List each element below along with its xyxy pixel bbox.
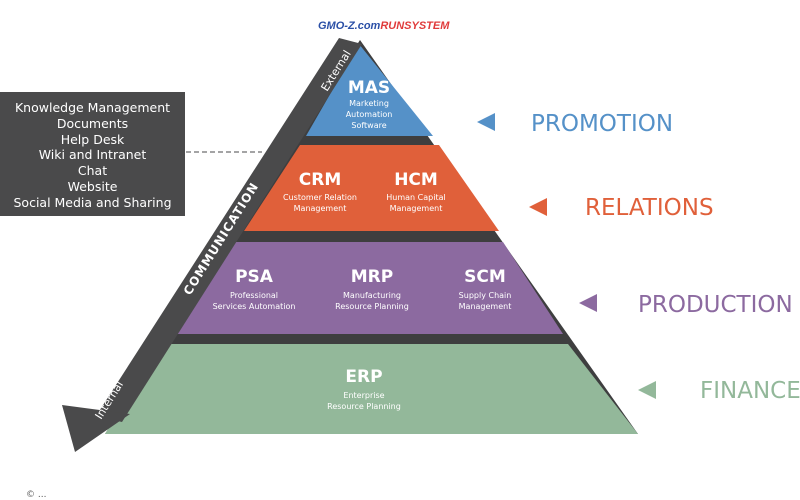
crm-desc-line-1: Customer Relation <box>283 193 357 202</box>
erp-acronym: ERP <box>345 367 382 387</box>
crm-desc-line-2: Management <box>294 204 347 213</box>
hcm-acronym: HCM <box>394 170 438 190</box>
logo-part-2: RUNSYSTEM <box>380 20 450 32</box>
erp-desc-line-1: Enterprise <box>343 391 384 400</box>
production-label: PRODUCTION <box>638 292 793 318</box>
mas-desc-line-3: Software <box>351 121 386 130</box>
mrp-acronym: MRP <box>351 267 393 287</box>
tool-item-knowledge-management: Knowledge Management <box>14 100 171 115</box>
tool-item-wiki-intranet: Wiki and Intranet <box>38 147 147 163</box>
tool-item-chat: Chat <box>77 163 108 179</box>
relations-label: RELATIONS <box>585 195 714 221</box>
communication-arrow-head <box>62 405 130 452</box>
relations-pointer-icon <box>529 198 547 216</box>
tool-item-website: Website <box>67 178 118 194</box>
hcm-desc-line-1: Human Capital <box>386 193 445 202</box>
tool-item-social-media: Social Media and Sharing <box>13 194 172 210</box>
tool-item-help-desk: Help Desk <box>60 131 125 147</box>
copyright-text: © ... <box>26 490 47 500</box>
psa-acronym: PSA <box>235 267 274 287</box>
mas-desc-line-2: Automation <box>346 110 393 119</box>
communication-arrow-shaft <box>96 38 362 422</box>
finance-label: FINANCE <box>700 378 800 404</box>
tier-production <box>171 242 563 334</box>
erp-desc-line-2: Resource Planning <box>327 402 401 411</box>
promotion-label: PROMOTION <box>531 111 673 137</box>
hcm-desc-line-2: Management <box>390 204 443 213</box>
tier-promotion <box>306 44 433 136</box>
mrp-desc-line-1: Manufacturing <box>343 291 401 300</box>
communication-tools-box: Knowledge Management Documents Help Desk… <box>0 92 185 216</box>
logo-part-1: GMO-Z.com <box>318 20 381 32</box>
mas-acronym: MAS <box>348 78 390 98</box>
tier-finance <box>105 344 638 434</box>
psa-desc-line-2: Services Automation <box>213 302 296 311</box>
scm-acronym: SCM <box>464 267 506 287</box>
scm-desc-line-1: Supply Chain <box>459 291 512 300</box>
tier-relations <box>244 145 499 231</box>
crm-acronym: CRM <box>299 170 341 190</box>
tool-item-documents: Documents <box>56 115 129 131</box>
mas-desc-line-1: Marketing <box>349 99 389 108</box>
scm-desc-line-2: Management <box>459 302 512 311</box>
promotion-pointer-icon <box>477 113 495 131</box>
company-logo: GMO-Z.comRUNSYSTEM <box>318 20 450 32</box>
production-pointer-icon <box>579 294 597 312</box>
finance-pointer-icon <box>638 381 656 399</box>
mrp-desc-line-2: Resource Planning <box>335 302 409 311</box>
psa-desc-line-1: Professional <box>230 291 278 300</box>
pyramid-shadow <box>105 40 638 434</box>
